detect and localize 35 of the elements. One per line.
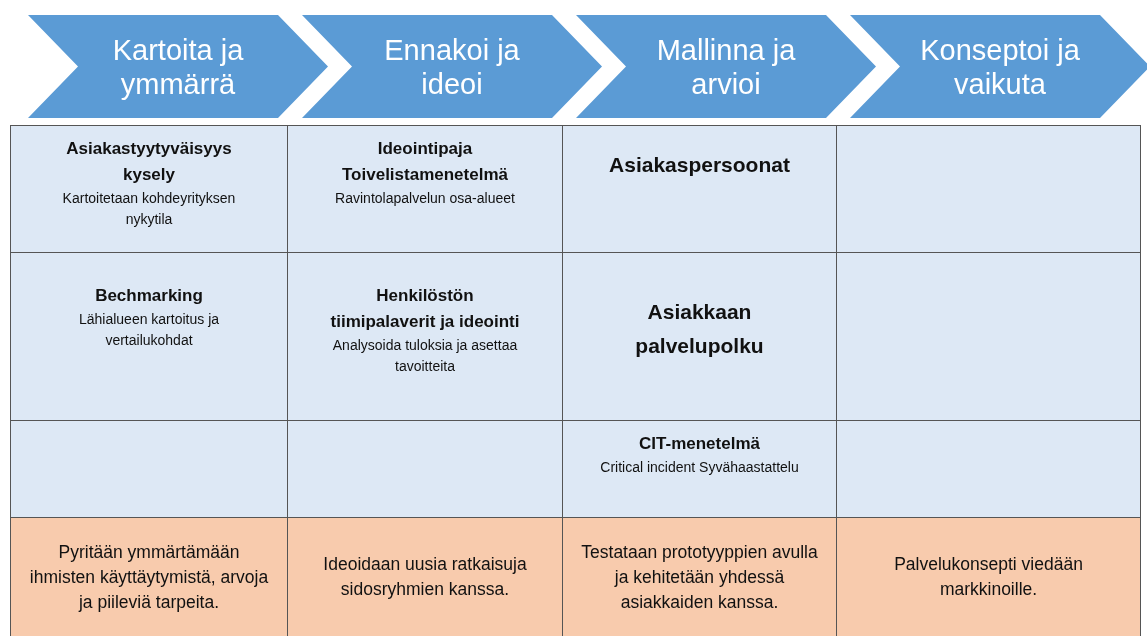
method-title: Bechmarking [95,285,203,307]
phase-description-cell [562,517,837,636]
method-title: Asiakkaan palvelupolku [634,299,765,359]
chevron-step [28,15,328,118]
chevron-step [576,15,876,118]
method-title: Henkilöstön tiimipalaverit ja ideointi [329,285,521,333]
method-title: Ideointipaja Toivelistamenetelmä [341,138,509,186]
description-text: Palvelukonsepti viedään markkinoille. [893,553,1084,601]
method-cell [562,252,837,421]
method-title: Asiakastyytyväisyys kysely [65,138,233,186]
method-title: CIT-menetelmä [639,433,760,455]
method-description: Critical incident Syvähaastattelu [600,458,799,477]
method-cell [562,420,837,518]
description-text: Ideoidaan uusia ratkaisuja sidosryhmien kanssa. [322,553,528,601]
chevron-step [302,15,602,118]
step-label: Kartoita ja ymmärrä [111,33,245,101]
method-cell [10,252,288,421]
method-description: Ravintolapalvelun osa-alueet [335,189,515,208]
description-text: Testataan prototyyppien avulla ja kehitetään yhdessä asiakkaiden kanssa. [580,540,819,614]
step-label: Mallinna ja arvioi [655,33,797,101]
phase-description-cell [287,517,563,636]
method-description: Kartoitetaan kohdeyrityksen nykytila [61,189,237,229]
phase-description-cell [836,517,1141,636]
method-description: Analysoida tuloksia ja asettaa tavoitteita [331,336,519,376]
phase-description-cell [10,517,288,636]
step-label: Konseptoi ja vaikuta [919,33,1081,101]
method-cell [287,252,563,421]
chevron-step [850,15,1147,118]
method-title: Asiakaspersoonat [609,152,790,178]
method-description: Lähialueen kartoitus ja vertailukohdat [77,310,221,350]
method-cell [10,125,288,253]
description-text: Pyritään ymmärtämään ihmisten käyttäytymistä, arvoja ja piileviä tarpeita. [28,540,270,614]
method-cell [562,125,837,253]
step-label: Ennakoi ja ideoi [383,33,521,101]
method-cell [287,125,563,253]
